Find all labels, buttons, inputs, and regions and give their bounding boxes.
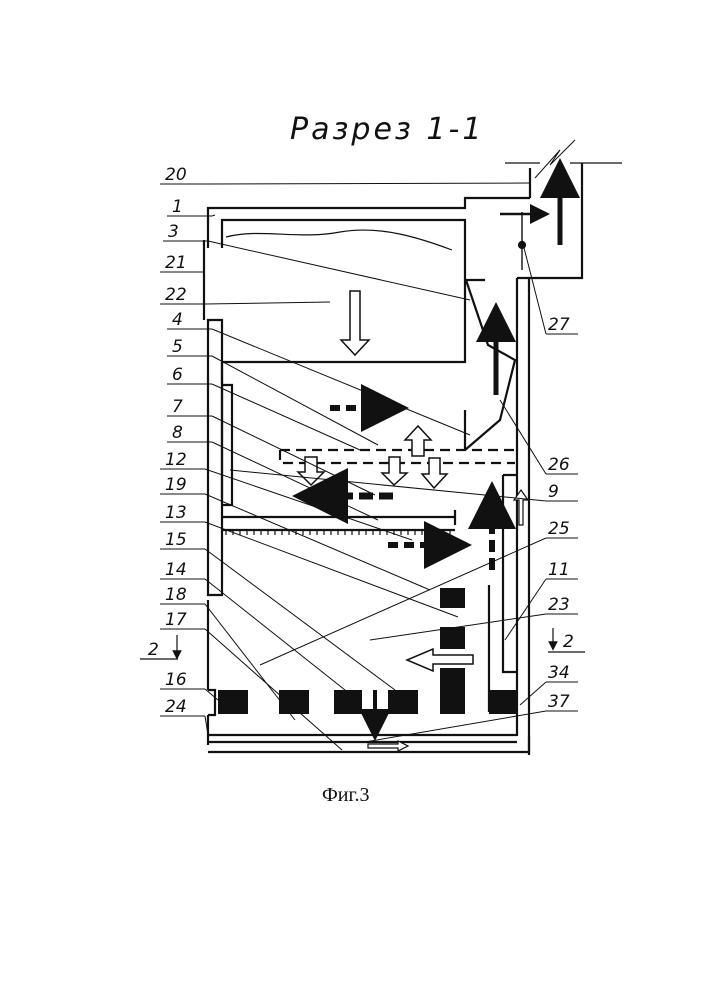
part-label-5: 5 [172, 337, 183, 357]
leader-line [520, 682, 546, 705]
part-label-3: 3 [168, 222, 179, 242]
hollow-arrow-up [405, 426, 431, 456]
left-wall-5 [208, 320, 222, 595]
part-label-1: 1 [172, 197, 183, 217]
hollow-arrow-down [298, 457, 324, 485]
hollow-arrow-down-fuel [341, 291, 369, 355]
part-label-4: 4 [172, 310, 183, 330]
block [440, 588, 465, 608]
part-label-26: 26 [548, 455, 570, 475]
block [334, 690, 362, 714]
leader-line [205, 302, 330, 304]
part-label-18: 18 [165, 585, 187, 605]
part-label-19: 19 [165, 475, 187, 495]
leader-line [212, 442, 378, 520]
block [440, 668, 465, 714]
block [279, 690, 309, 714]
part-label-22: 22 [165, 285, 187, 305]
part-label-15: 15 [165, 530, 187, 550]
hollow-arrow-down [382, 457, 407, 485]
leader-line [212, 329, 470, 435]
exhaust-stack [517, 163, 582, 278]
part-label-37: 37 [548, 692, 570, 712]
hollow-arrow-left [407, 649, 473, 671]
part-label-21: 21 [165, 253, 187, 273]
part-label-17: 17 [165, 610, 187, 630]
leader-line [205, 522, 458, 617]
leader-line [500, 400, 546, 474]
burner-blocks [218, 588, 517, 714]
channel-11 [503, 475, 517, 672]
part-label-12: 12 [165, 450, 187, 470]
plate-6 [222, 385, 232, 505]
leader-line [205, 579, 345, 690]
leader-line [505, 579, 546, 640]
leader-line [212, 215, 215, 216]
leader-line [208, 241, 470, 300]
deflector [465, 280, 515, 450]
section-mark-label: 2 [563, 632, 574, 652]
block [440, 627, 465, 649]
leader-line [205, 183, 530, 184]
part-label-7: 7 [172, 397, 183, 417]
block-34 [489, 690, 517, 714]
leader-line [205, 629, 342, 750]
part-label-14: 14 [165, 560, 187, 580]
leader-line [365, 711, 546, 742]
part-label-23: 23 [548, 595, 570, 615]
part-label-9: 9 [548, 482, 559, 502]
leader-line [212, 416, 375, 495]
leader-line [212, 384, 360, 450]
block [388, 690, 418, 714]
part-label-6: 6 [172, 365, 183, 385]
fuel-surface [226, 230, 452, 250]
hopper-wall-1 [208, 198, 530, 248]
section-mark-right: 2 [548, 628, 585, 652]
block-16 [218, 690, 248, 714]
section-mark-left: 2 [140, 635, 178, 660]
section-mark-label: 2 [148, 640, 159, 660]
part-label-16: 16 [165, 670, 187, 690]
part-label-20: 20 [165, 165, 187, 185]
part-label-8: 8 [172, 423, 183, 443]
part-label-27: 27 [548, 315, 570, 335]
part-label-13: 13 [165, 503, 187, 523]
leader-line [522, 240, 546, 334]
flow-arrows [298, 178, 560, 751]
leader-line [205, 549, 395, 690]
part-label-34: 34 [548, 663, 570, 683]
part-label-11: 11 [548, 560, 570, 580]
part-label-24: 24 [165, 697, 187, 717]
part-label-25: 25 [548, 519, 570, 539]
leader-line [212, 356, 378, 445]
